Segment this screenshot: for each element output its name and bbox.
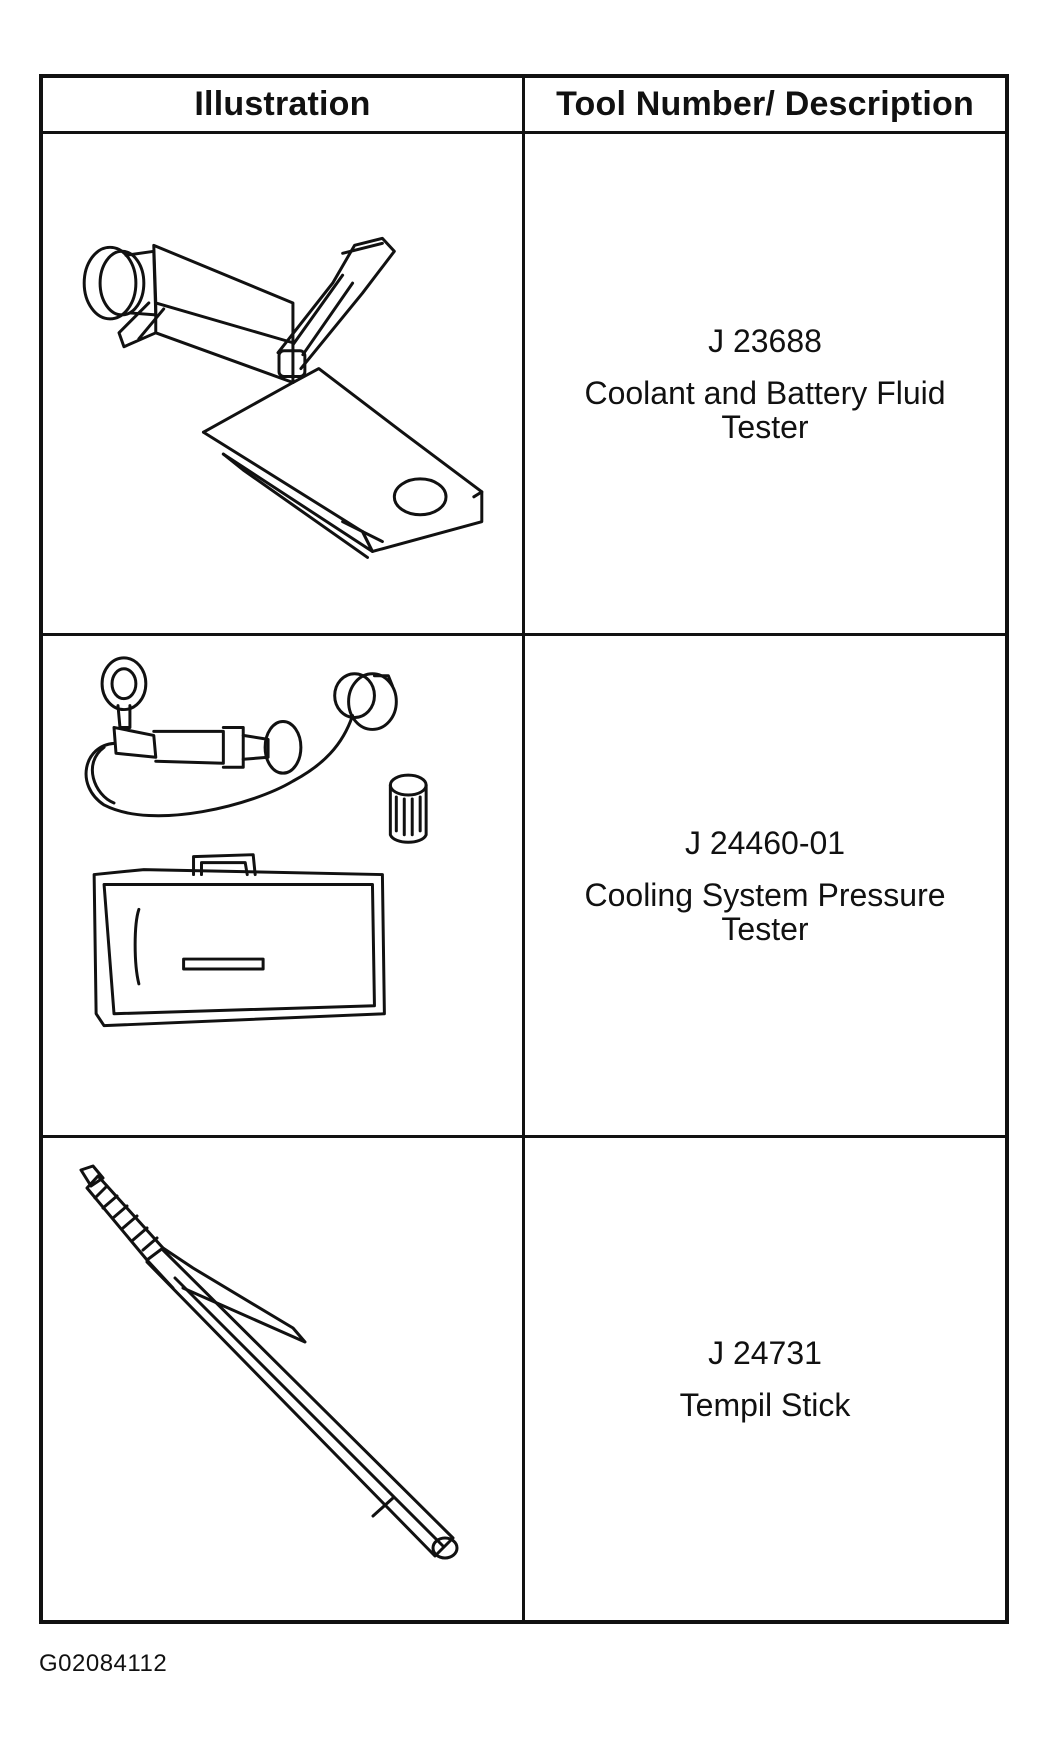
tempil-stick-icon xyxy=(79,1164,459,1560)
tool-description: Tempil Stick xyxy=(679,1387,851,1423)
description-cell: J 24460-01 Cooling System Pressure Teste… xyxy=(525,636,1005,1135)
tool-description: Coolant and Battery Fluid Tester xyxy=(584,374,946,445)
tool-description: Cooling System Pressure Tester xyxy=(584,876,946,947)
header-illustration: Illustration xyxy=(194,85,371,123)
tool-number: J 24460-01 xyxy=(684,824,846,861)
table-row: J 24460-01 Cooling System Pressure Teste… xyxy=(43,636,1005,1138)
refractometer-tester-icon xyxy=(82,236,484,559)
description-cell: J 23688 Coolant and Battery Fluid Tester xyxy=(525,134,1005,633)
illustration-cell xyxy=(43,134,522,633)
description-cell: J 24731 Tempil Stick xyxy=(525,1138,1005,1620)
tool-table: Illustration Tool Number/ Description xyxy=(39,74,1009,1624)
table-header: Illustration Tool Number/ Description xyxy=(43,78,1005,134)
pressure-tester-kit-icon xyxy=(84,656,428,1028)
column-divider xyxy=(522,78,525,1620)
header-tool-number-description: Tool Number/ Description xyxy=(556,85,974,123)
illustration-cell xyxy=(43,1138,522,1620)
tool-number: J 23688 xyxy=(708,322,822,359)
tool-number: J 24731 xyxy=(708,1335,822,1371)
illustration-cell xyxy=(43,636,522,1135)
table-row: J 23688 Coolant and Battery Fluid Tester xyxy=(43,134,1005,636)
table-row: J 24731 Tempil Stick xyxy=(43,1138,1005,1620)
figure-code: G02084112 xyxy=(39,1650,168,1677)
